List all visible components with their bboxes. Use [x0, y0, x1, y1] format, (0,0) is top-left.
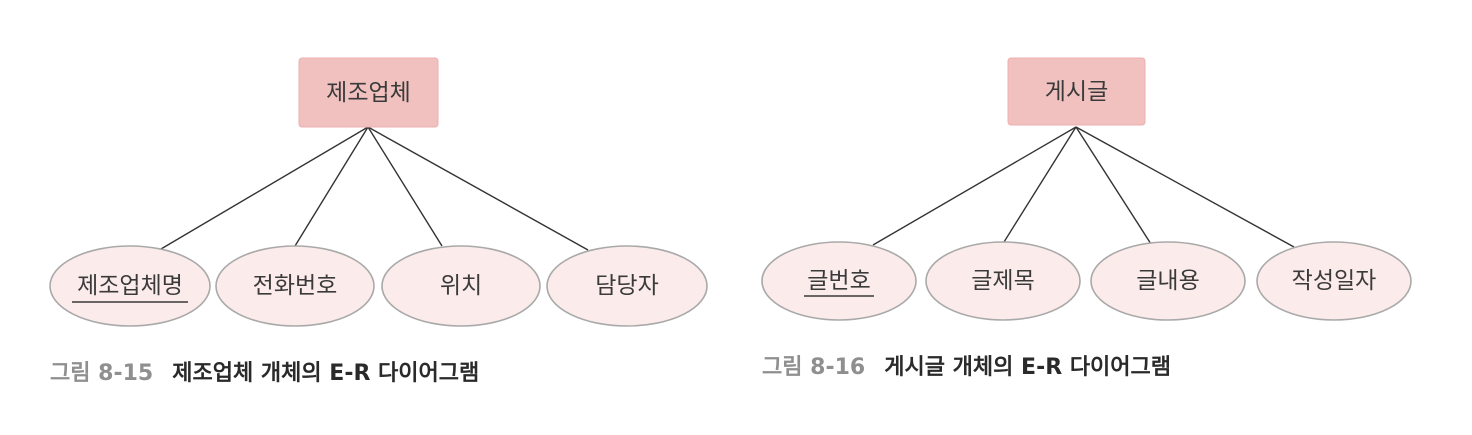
- fig2-entity-box: [1007, 57, 1146, 126]
- fig1-attribute-4: [546, 245, 708, 327]
- fig1-line-1: [160, 126, 369, 250]
- fig1-entity-label: 제조업체: [326, 80, 411, 106]
- fig2-attribute-3-label: 글내용: [1136, 268, 1199, 294]
- fig1-line-3: [367, 126, 443, 247]
- fig2-caption: 그림 8-16 게시글 개체의 E-R 다이어그램: [762, 355, 1171, 380]
- fig1-attribute-1: [49, 245, 211, 327]
- fig1-attribute-1-label: 제조업체명: [77, 273, 183, 299]
- fig1-caption-number: 그림 8-15: [50, 361, 153, 386]
- fig1-attribute-3-label: 위치: [440, 273, 482, 299]
- fig1-caption: 그림 8-15 제조업체 개체의 E-R 다이어그램: [50, 361, 479, 386]
- fig1-line-4: [367, 126, 589, 251]
- fig2-attribute-1: [761, 241, 917, 321]
- fig1-caption-title: 제조업체 개체의 E-R 다이어그램: [172, 361, 479, 386]
- fig1-line-2: [294, 126, 369, 247]
- fig2-attribute-2-label: 글제목: [971, 268, 1034, 294]
- fig2-attribute-4-label: 작성일자: [1292, 268, 1377, 294]
- fig2-line-3: [1075, 126, 1152, 245]
- fig1-attribute-2: [215, 245, 375, 327]
- fig2-entity-label: 게시글: [1045, 79, 1108, 105]
- fig2-caption-title: 게시글 개체의 E-R 다이어그램: [884, 355, 1171, 380]
- fig2-line-2: [1003, 126, 1077, 243]
- figure-8-15: 제조업체 제조업체명 전화번호 위치 담당자 그림 8-15 제조업체 개체의 …: [49, 57, 708, 386]
- fig2-line-4: [1075, 126, 1295, 248]
- fig2-attribute-4: [1256, 241, 1412, 321]
- fig1-entity-box: [298, 57, 439, 128]
- fig2-caption-number: 그림 8-16: [762, 355, 865, 380]
- fig1-attribute-4-label: 담당자: [595, 273, 658, 299]
- fig2-attribute-1-label: 글번호: [807, 268, 870, 294]
- fig2-line-1: [872, 126, 1077, 246]
- fig2-attribute-3: [1090, 241, 1246, 321]
- fig1-attribute-3: [381, 245, 541, 327]
- fig2-attribute-2: [925, 241, 1081, 321]
- fig1-attribute-2-label: 전화번호: [253, 273, 338, 299]
- figure-8-16: 게시글 글번호 글제목 글내용 작성일자 그림 8-16 게시글 개체의 E-R…: [761, 57, 1412, 380]
